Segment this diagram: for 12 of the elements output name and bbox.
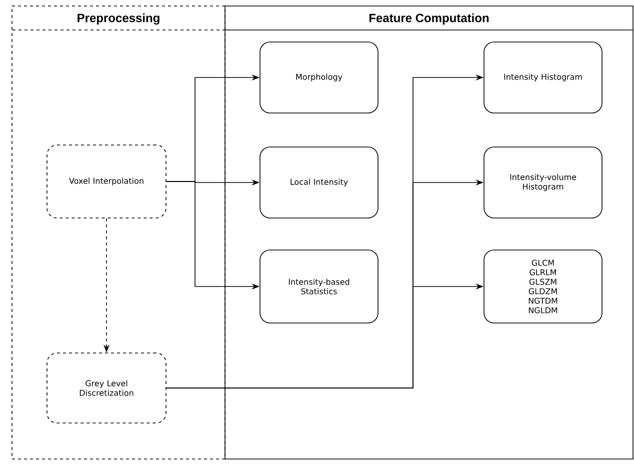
lane-header: Feature Computation xyxy=(369,13,489,25)
process-box: Morphology xyxy=(260,42,378,114)
swimlane xyxy=(224,6,634,460)
process-box: Local Intensity xyxy=(260,146,378,218)
process-box: Intensity-volume Histogram xyxy=(484,146,602,218)
process-box: Grey Level Discretization xyxy=(46,352,166,424)
process-box: GLCM GLRLM GLSZM GLDZM NGTDM NGLDM xyxy=(484,250,602,324)
lane-header: Preprocessing xyxy=(78,13,160,25)
process-box: Voxel Interpolation xyxy=(46,144,166,218)
swimlane xyxy=(12,6,226,460)
process-box: Intensity-based Statistics xyxy=(260,250,378,324)
process-box: Intensity Histogram xyxy=(484,42,602,114)
